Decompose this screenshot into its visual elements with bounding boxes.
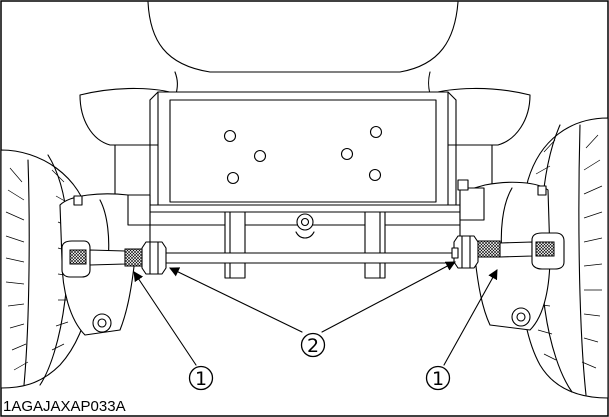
right-knuckle-bolt-icon bbox=[511, 307, 531, 327]
leader-arrow-2-left bbox=[169, 267, 303, 333]
left-knuckle-bolt-icon bbox=[92, 313, 112, 333]
leader-arrow-2-right bbox=[321, 261, 456, 333]
plate-bolt-hole bbox=[226, 171, 240, 185]
leader-arrow-1-left bbox=[133, 271, 197, 366]
leader-arrow-1-right bbox=[443, 269, 498, 366]
tie-rod-assembly bbox=[61, 232, 565, 278]
callout-1-right: 1 bbox=[425, 365, 451, 391]
callout-1-left: 1 bbox=[188, 365, 214, 391]
left-lock-nut bbox=[141, 241, 167, 275]
plate-bolt-hole bbox=[223, 129, 237, 143]
figure-id-label: 1AGAJAXAP033A bbox=[3, 398, 126, 415]
plate-bolt-hole bbox=[253, 149, 267, 163]
axle-pivot-icon bbox=[296, 213, 314, 231]
left-ball-joint-knurl bbox=[69, 249, 87, 265]
plate-bolt-hole bbox=[368, 168, 382, 182]
callout-1-left-label: 1 bbox=[195, 368, 207, 390]
callout-2-label: 2 bbox=[307, 335, 319, 357]
right-ball-joint-knurl bbox=[535, 241, 555, 257]
front-axle bbox=[139, 204, 469, 279]
tie-rod-bar bbox=[159, 252, 456, 264]
front-plate bbox=[149, 91, 457, 219]
plate-bolt-hole bbox=[340, 147, 354, 161]
callout-arrows bbox=[133, 261, 498, 366]
callout-2: 2 bbox=[300, 332, 326, 358]
plate-bolt-hole bbox=[369, 125, 383, 139]
right-tie-rod-end-knurl bbox=[477, 240, 501, 258]
callout-1-right-label: 1 bbox=[432, 368, 444, 390]
